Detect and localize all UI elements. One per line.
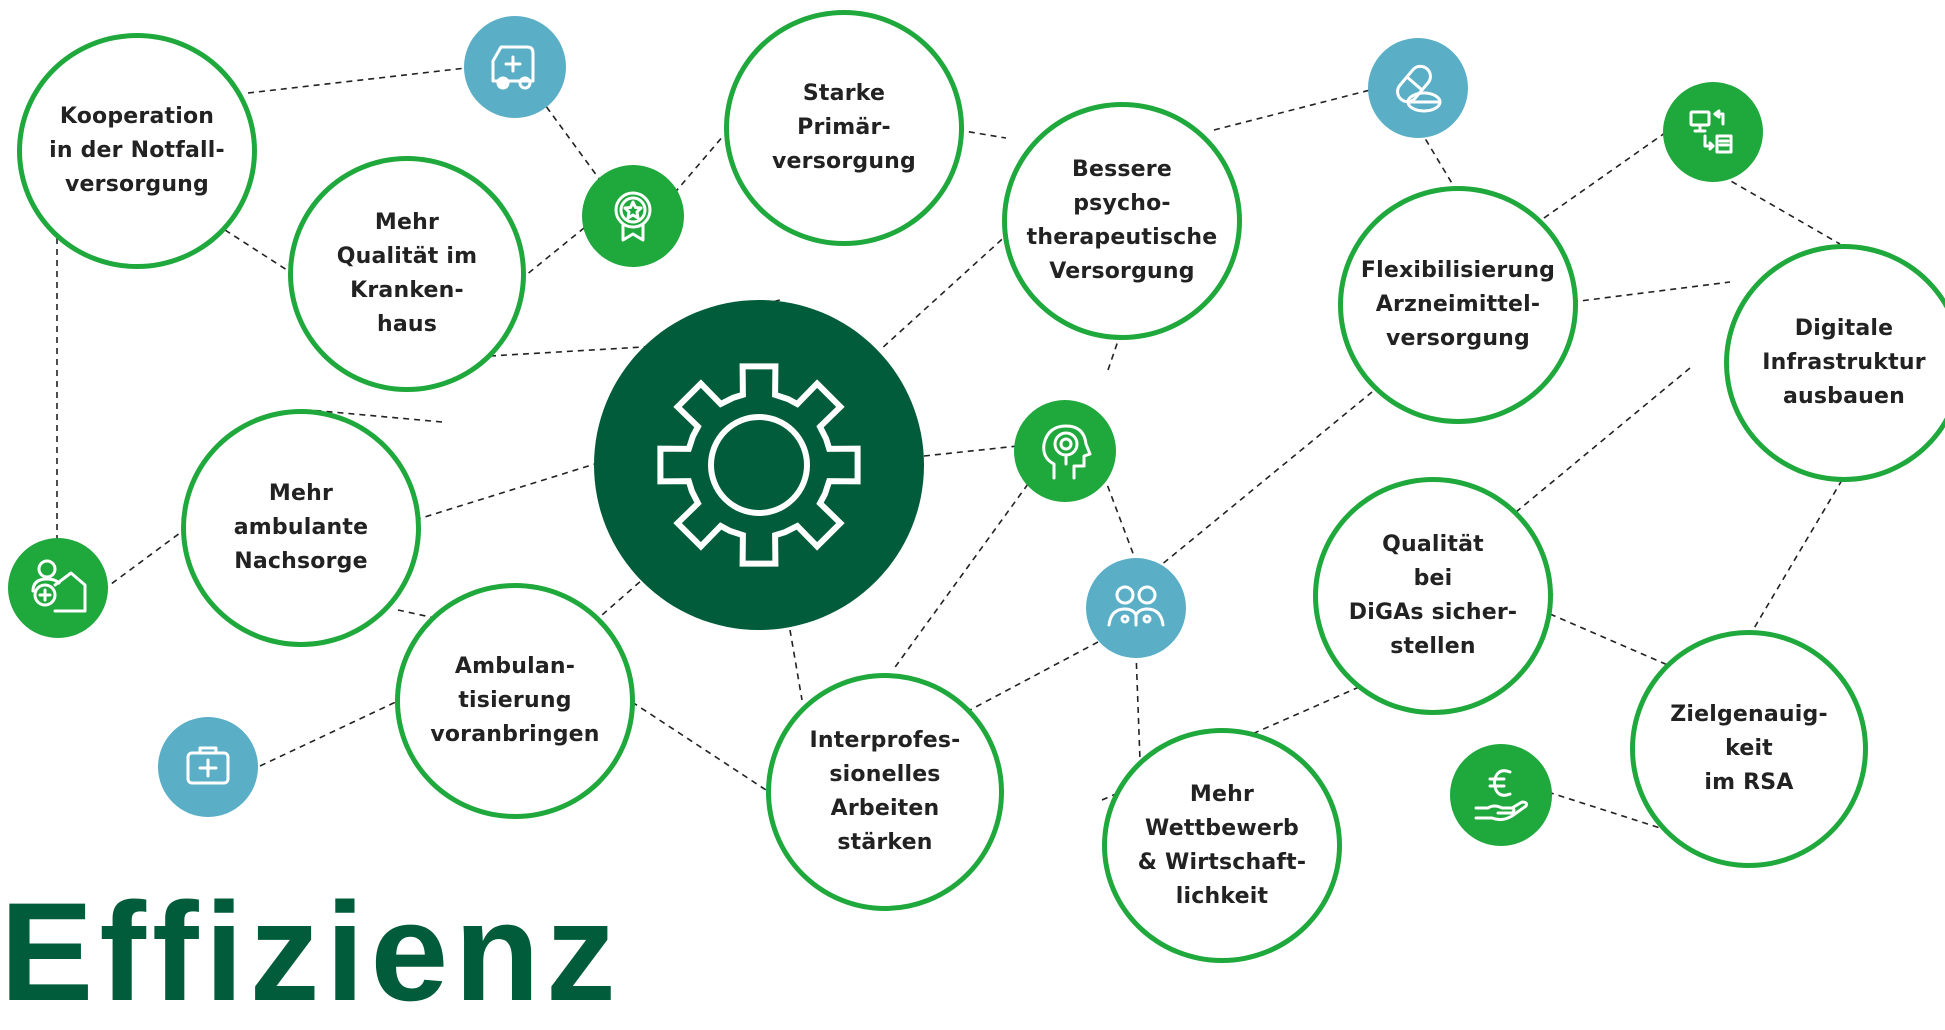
node-psycho-label: Bessere psycho- therapeutische Versorgun… — [1026, 157, 1218, 284]
connector-line — [923, 445, 1019, 457]
connector-line — [879, 231, 1011, 351]
connector-line — [1543, 127, 1673, 219]
gear-icon — [657, 363, 861, 567]
connector-line — [309, 409, 443, 423]
connector-line — [1135, 651, 1141, 761]
node-notfall-label: Kooperation in der Notfall- versorgung — [49, 104, 225, 197]
connector-line — [1095, 454, 1135, 557]
connector-line — [1547, 791, 1661, 829]
node-wettbewerb-label: Mehr Wettbewerb & Wirtschaft- lichkeit — [1137, 781, 1307, 909]
connector-line — [1571, 281, 1731, 303]
node-interprof-label: Interprofes- sionelles Arbeiten stärken — [809, 728, 961, 855]
connector-line — [259, 699, 401, 767]
connector-line — [539, 97, 601, 181]
connector-line — [224, 229, 291, 273]
award-badge-icon — [582, 165, 684, 267]
node-primaer-label: Starke Primär- versorgung — [772, 81, 916, 174]
connector-line — [892, 483, 1029, 671]
connector-line — [1549, 613, 1671, 667]
connector-line — [1213, 87, 1379, 131]
node-rsa-label: Zielgenauig- keit im RSA — [1670, 702, 1828, 795]
node-notfall: Kooperation in der Notfall- versorgung — [17, 33, 257, 269]
connector-line — [397, 609, 445, 621]
node-digas: Qualität bei DiGAs sicher- stellen — [1313, 477, 1553, 715]
connector-line — [102, 529, 185, 591]
connector-line — [631, 701, 767, 791]
head-mind-icon — [1014, 400, 1116, 502]
node-ambulant-label: Ambulan- tisierung voranbringen — [430, 654, 600, 747]
medical-team-icon — [1086, 558, 1186, 658]
node-rsa: Zielgenauig- keit im RSA — [1630, 630, 1868, 868]
connector-line — [414, 462, 599, 521]
central-hub — [594, 300, 924, 630]
connector-line — [1515, 367, 1691, 513]
first-aid-kit-icon — [158, 717, 258, 817]
node-nachsorge-label: Mehr ambulante Nachsorge — [233, 481, 369, 574]
node-primaer: Starke Primär- versorgung — [724, 10, 964, 246]
pills-icon — [1368, 38, 1468, 138]
node-digital-label: Digitale Infrastruktur ausbauen — [1762, 316, 1926, 409]
node-arznei: Flexibilisierung Arzneimittel- versorgun… — [1338, 186, 1578, 424]
connector-line — [1107, 334, 1121, 371]
ambulance-icon — [464, 16, 566, 118]
connection-lines — [56, 67, 1843, 829]
connector-line — [1721, 175, 1841, 245]
node-krankenhaus-label: Mehr Qualität im Kranken- haus — [336, 210, 478, 337]
home-care-icon — [8, 538, 108, 638]
connector-line — [789, 629, 803, 701]
connector-line — [969, 641, 1099, 711]
node-wettbewerb: Mehr Wettbewerb & Wirtschaft- lichkeit — [1102, 728, 1342, 963]
device-transfer-icon — [1663, 82, 1763, 182]
connector-line — [593, 579, 643, 623]
node-nachsorge: Mehr ambulante Nachsorge — [181, 409, 421, 647]
connector-line — [1419, 129, 1457, 191]
node-krankenhaus: Mehr Qualität im Kranken- haus — [288, 156, 526, 392]
node-digas-label: Qualität bei DiGAs sicher- stellen — [1348, 532, 1518, 659]
connector-line — [489, 345, 661, 357]
node-interprof: Interprofes- sionelles Arbeiten stärken — [766, 673, 1004, 911]
headline: Effizienz — [0, 873, 622, 1030]
node-ambulant: Ambulan- tisierung voranbringen — [395, 583, 635, 819]
euro-hand-icon — [1450, 744, 1552, 846]
node-digital: Digitale Infrastruktur ausbauen — [1724, 244, 1945, 482]
node-arznei-label: Flexibilisierung Arzneimittel- versorgun… — [1360, 258, 1556, 351]
connector-line — [247, 67, 467, 94]
node-psycho: Bessere psycho- therapeutische Versorgun… — [1002, 102, 1242, 340]
connector-line — [957, 129, 1007, 139]
connector-line — [1749, 479, 1843, 636]
